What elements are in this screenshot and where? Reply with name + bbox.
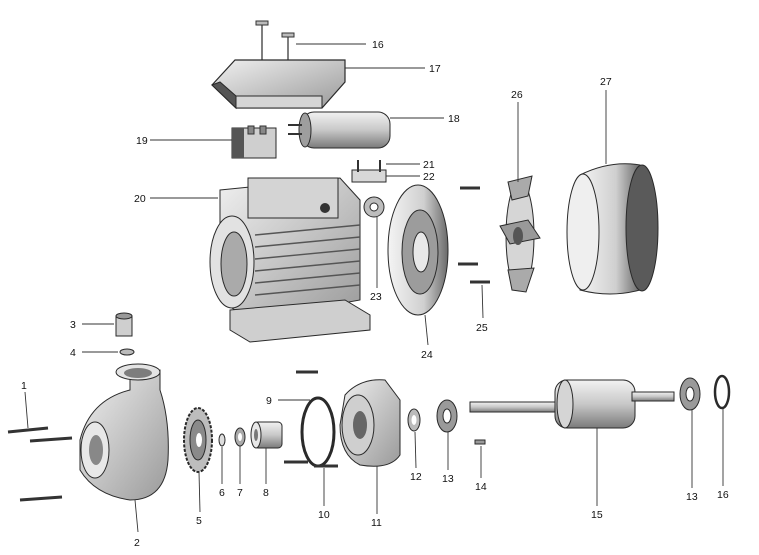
callout-2: 2 bbox=[134, 537, 140, 549]
part-1-bolts bbox=[7, 426, 73, 502]
part-24-bearing bbox=[363, 196, 385, 218]
part-25-end-shield bbox=[387, 184, 449, 316]
callout-16: 16 bbox=[717, 489, 729, 501]
part-13-bearing-rear bbox=[679, 377, 701, 411]
part-2-pump-casing bbox=[79, 363, 169, 501]
part-9-o-ring bbox=[300, 396, 336, 468]
part-16-circlip bbox=[713, 374, 731, 410]
callout-26: 25 bbox=[476, 322, 488, 334]
callout-25: 24 bbox=[421, 349, 433, 361]
part-28-fan-cover bbox=[566, 163, 659, 295]
callout-labels: 16 17 18 19 21 22 20 23 24 25 26 27 3 4 … bbox=[21, 39, 729, 549]
callout-13-rear: 13 bbox=[686, 491, 698, 503]
part-22-23-clamp bbox=[351, 160, 387, 183]
part-13-bearing-front bbox=[436, 399, 458, 433]
callout-15: 15 bbox=[591, 509, 603, 521]
callout-9: 9 bbox=[266, 395, 272, 407]
callout-7: 7 bbox=[237, 487, 243, 499]
callout-17: 16 bbox=[372, 39, 384, 51]
callout-8: 8 bbox=[263, 487, 269, 499]
callout-6: 6 bbox=[219, 487, 225, 499]
callout-10: 10 bbox=[318, 509, 330, 521]
part-14-key bbox=[474, 439, 486, 445]
part-5-impeller bbox=[183, 407, 213, 473]
part-10-bolts bbox=[284, 370, 338, 468]
callout-19: 18 bbox=[448, 113, 460, 125]
callout-4: 4 bbox=[70, 347, 76, 359]
callout-21: 20 bbox=[134, 193, 146, 205]
callout-24: 23 bbox=[370, 291, 382, 303]
callout-3: 3 bbox=[70, 319, 76, 331]
part-20-terminal-block bbox=[231, 125, 277, 159]
part-8-mechanical-seal bbox=[250, 421, 283, 449]
callout-27: 26 bbox=[511, 89, 523, 101]
part-26-bolts bbox=[458, 186, 490, 284]
callout-13-front: 13 bbox=[442, 473, 454, 485]
part-18-terminal-cover bbox=[211, 59, 346, 110]
callout-1: 1 bbox=[21, 380, 27, 392]
part-11-bracket bbox=[339, 379, 401, 467]
part-12-washer bbox=[407, 408, 421, 432]
leader-lines bbox=[24, 43, 724, 533]
callout-12: 12 bbox=[410, 471, 422, 483]
callout-20: 19 bbox=[136, 135, 148, 147]
callout-11: 11 bbox=[371, 517, 382, 529]
part-6-7-washers bbox=[218, 427, 246, 447]
part-27-fan bbox=[499, 175, 541, 293]
callout-28: 27 bbox=[600, 76, 612, 88]
part-3-4-plug-washer bbox=[115, 312, 135, 356]
callout-23: 22 bbox=[423, 171, 435, 183]
callout-5: 5 bbox=[196, 515, 202, 527]
callout-18: 17 bbox=[429, 63, 441, 75]
part-21-motor-housing bbox=[209, 177, 371, 343]
callout-22: 21 bbox=[423, 159, 435, 171]
callout-14: 14 bbox=[475, 481, 487, 493]
part-19-capacitor bbox=[288, 111, 391, 149]
part-15-rotor-shaft bbox=[469, 379, 675, 429]
